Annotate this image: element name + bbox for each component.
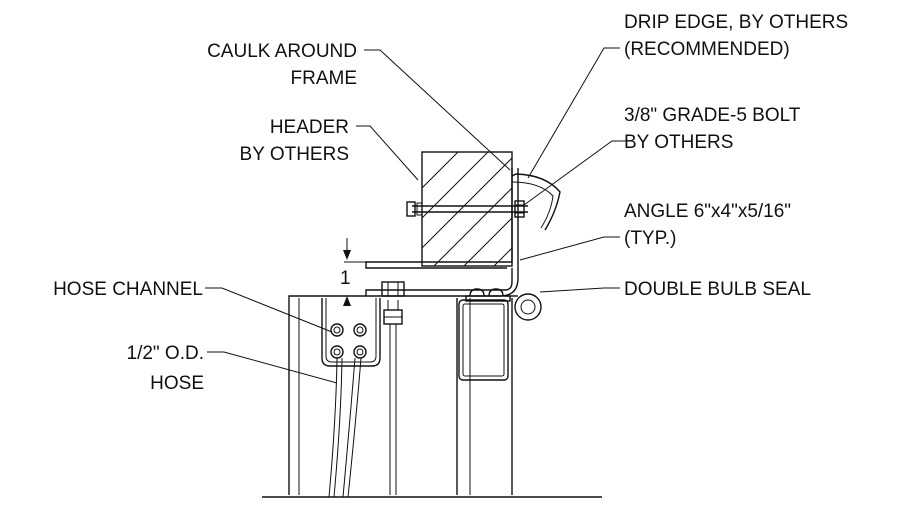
label-hose-line-1: 1/2" O.D. — [127, 343, 205, 364]
hoses — [328, 357, 362, 498]
label-angle-line-2: (TYP.) — [624, 228, 676, 249]
anchor-bolt — [381, 281, 405, 495]
through-bolt — [406, 200, 528, 218]
label-double-bulb-seal: DOUBLE BULB SEAL — [624, 279, 811, 300]
label-bolt-line-1: 3/8" GRADE-5 BOLT — [624, 105, 801, 126]
label-hose-line-2: HOSE — [150, 373, 204, 394]
header-block — [421, 151, 513, 267]
label-drip-line-1: DRIP EDGE, BY OTHERS — [624, 12, 848, 33]
leader-lines — [205, 47, 628, 384]
hose-section-lower-left — [330, 345, 344, 359]
label-caulk-line-2: FRAME — [291, 68, 358, 89]
double-bulb-seal — [465, 288, 542, 321]
label-bolt-line-2: BY OTHERS — [624, 132, 733, 153]
drip-edge — [511, 173, 561, 231]
hose-section-upper-right — [353, 323, 367, 337]
label-angle-line-1: ANGLE 6"x4"x5/16" — [624, 201, 791, 222]
label-drip-line-2: (RECOMMENDED) — [624, 39, 790, 60]
hose-channel — [321, 298, 381, 367]
hose-section-lower-right — [353, 345, 367, 359]
hose-section-upper-left — [330, 323, 344, 337]
base-frame — [262, 295, 602, 498]
steel-angle — [365, 168, 519, 297]
dimension-label: 1 — [340, 268, 351, 289]
label-hose-channel: HOSE CHANNEL — [53, 279, 203, 300]
label-caulk-line-1: CAULK AROUND — [207, 41, 357, 62]
label-header-line-2: BY OTHERS — [240, 144, 349, 165]
label-header-line-1: HEADER — [270, 117, 349, 138]
